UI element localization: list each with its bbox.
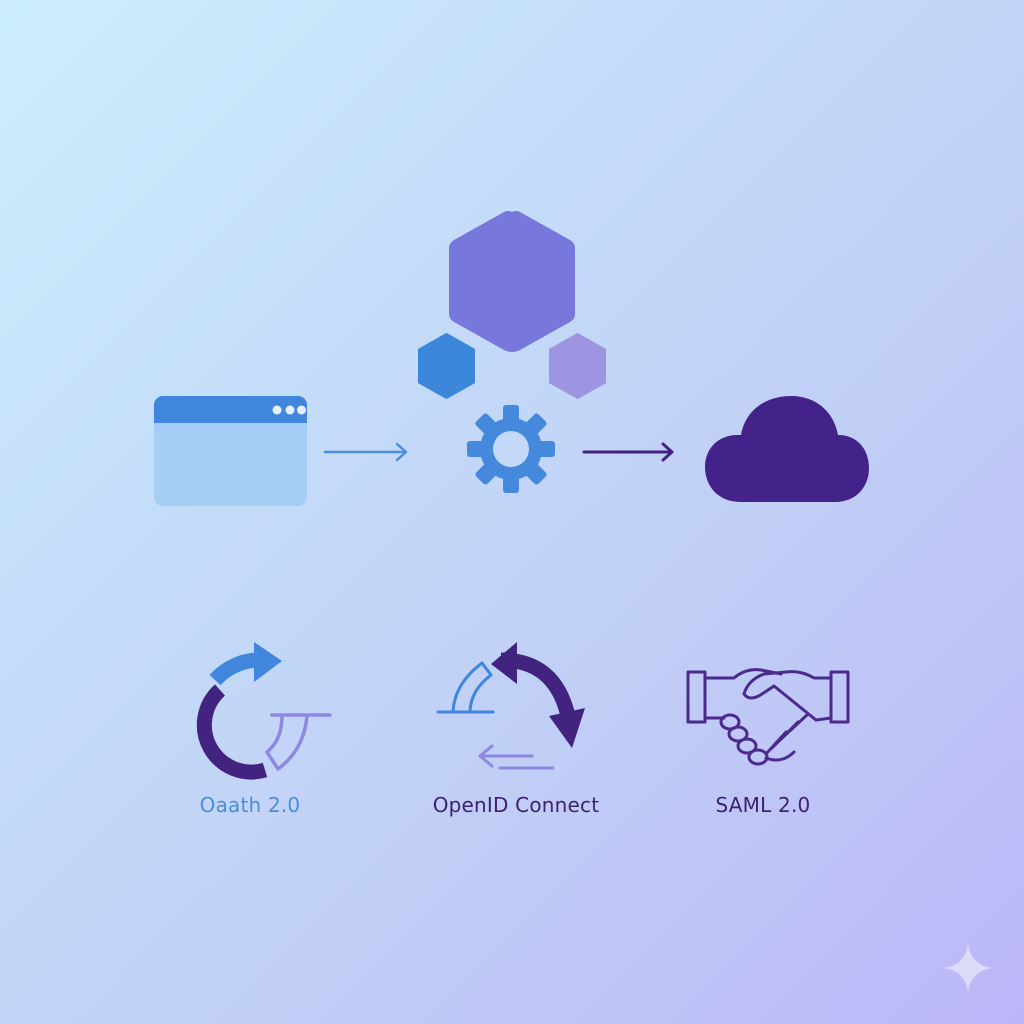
hexagon-small-left [417,333,476,399]
openid-exchange-icon [435,638,590,778]
hexagon-large [448,210,576,352]
handshake-icon [686,660,850,772]
flow-arrow-to-cloud [582,440,675,464]
cloud-icon [703,393,871,502]
protocol-label-oauth: Oaath 2.0 [199,793,301,817]
gear-icon [467,405,555,493]
browser-window-icon [154,396,307,506]
oauth-cycle-icon [192,640,332,780]
protocol-label-saml: SAML 2.0 [715,793,811,817]
sparkle-icon [943,943,993,993]
protocol-label-openid: OpenID Connect [432,793,600,817]
hexagon-small-right [548,333,607,399]
flow-arrow-to-broker [323,440,410,464]
